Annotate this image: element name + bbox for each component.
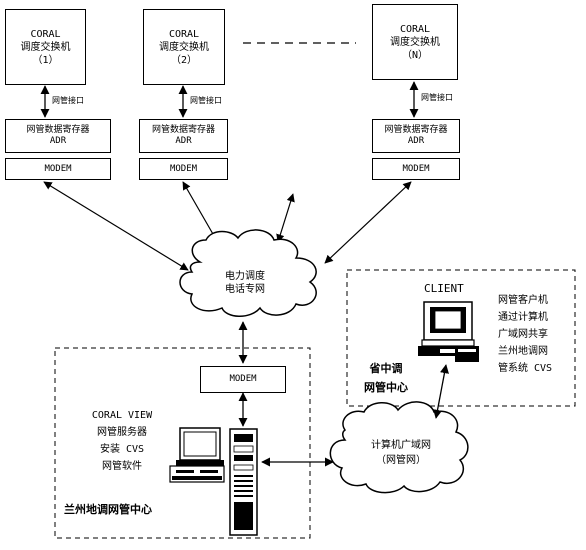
- lanzhou-center-region: [54, 347, 311, 539]
- adr-1-label: 网管数据寄存器: [26, 125, 90, 135]
- adr-1-abbr: ADR: [49, 136, 67, 146]
- client-desc-line-1: 网管客户机: [498, 295, 548, 306]
- server-desc-line-2: 网管服务器: [97, 427, 147, 438]
- switch-n: CORAL 调度交换机 （N）: [372, 4, 458, 80]
- wan-line2: （网管网）: [376, 455, 426, 466]
- port-label-2: 网管接口: [190, 96, 222, 105]
- adr-2-label: 网管数据寄存器: [151, 125, 215, 135]
- switch-1: CORAL 调度交换机 （1）: [5, 9, 86, 85]
- server-desc-line-4: 网管软件: [102, 461, 142, 472]
- adr-2: 网管数据寄存器 ADR: [139, 119, 228, 153]
- power-network-cloud: [179, 229, 317, 317]
- switch-n-name: CORAL: [399, 23, 431, 35]
- adr-n-abbr: ADR: [407, 136, 425, 146]
- switch-n-index: （N）: [401, 49, 429, 61]
- switch-1-name: CORAL: [30, 28, 61, 40]
- server-desktop-icon: [169, 427, 225, 483]
- server-tower-icon: [229, 428, 258, 536]
- adr-n-label: 网管数据寄存器: [384, 125, 448, 135]
- arrow-extra-cloud: [276, 193, 295, 243]
- power-network-text: 电力调度 电话专网: [210, 268, 280, 298]
- wan-line1: 计算机广域网: [371, 440, 431, 451]
- adr-1: 网管数据寄存器 ADR: [5, 119, 111, 153]
- modem-2-label: MODEM: [169, 163, 198, 174]
- client-computer-icon: [418, 301, 479, 362]
- power-network-line2: 电话专网: [225, 284, 265, 295]
- modem-2: MODEM: [139, 158, 228, 180]
- client-description: 网管客户机 通过计算机 广域网共享 兰州地调网 管系统 CVS: [498, 292, 574, 377]
- client-desc-line-5: 管系统 CVS: [498, 363, 553, 374]
- province-center-label: 省中调 网管中心: [356, 359, 416, 397]
- arrow-modem1-cloud: [43, 181, 189, 271]
- switch-1-index: （1）: [32, 54, 59, 66]
- switch-2-label: 调度交换机: [159, 41, 209, 53]
- switch-n-label: 调度交换机: [390, 36, 440, 48]
- client-desc-line-2: 通过计算机: [498, 312, 548, 323]
- power-network-line1: 电力调度: [225, 271, 265, 282]
- server-description: CORAL VIEW 网管服务器 安装 CVS 网管软件: [82, 407, 162, 475]
- switch-2-index: （2）: [170, 54, 198, 66]
- server-desc-line-1: CORAL VIEW: [91, 410, 153, 421]
- adr-n: 网管数据寄存器 ADR: [372, 119, 460, 153]
- port-label-1: 网管接口: [52, 96, 84, 105]
- arrow-client-wan: [433, 364, 449, 419]
- modem-n-label: MODEM: [402, 163, 430, 174]
- province-center-line1: 省中调: [369, 362, 403, 375]
- server-desc-line-3: 安装 CVS: [99, 444, 145, 455]
- client-title: CLIENT: [424, 282, 464, 295]
- modem-n: MODEM: [372, 158, 460, 180]
- wan-text: 计算机广域网 （网管网）: [356, 438, 446, 468]
- province-center-region: [346, 269, 576, 407]
- adr-2-abbr: ADR: [175, 136, 192, 146]
- server-modem-label: MODEM: [229, 374, 257, 384]
- switch-2: CORAL 调度交换机 （2）: [143, 9, 225, 85]
- lanzhou-center-label: 兰州地调网管中心: [64, 503, 152, 516]
- switch-2-name: CORAL: [168, 28, 200, 40]
- port-label-n: 网管接口: [421, 93, 453, 102]
- wan-cloud: [329, 401, 469, 494]
- switch-1-label: 调度交换机: [20, 41, 71, 53]
- arrow-modemN-cloud: [324, 181, 412, 264]
- modem-1-label: MODEM: [44, 163, 72, 174]
- modem-1: MODEM: [5, 158, 111, 180]
- client-desc-line-3: 广域网共享: [498, 329, 548, 340]
- province-center-line2: 网管中心: [364, 381, 408, 394]
- client-desc-line-4: 兰州地调网: [498, 346, 548, 357]
- server-modem: MODEM: [200, 366, 286, 393]
